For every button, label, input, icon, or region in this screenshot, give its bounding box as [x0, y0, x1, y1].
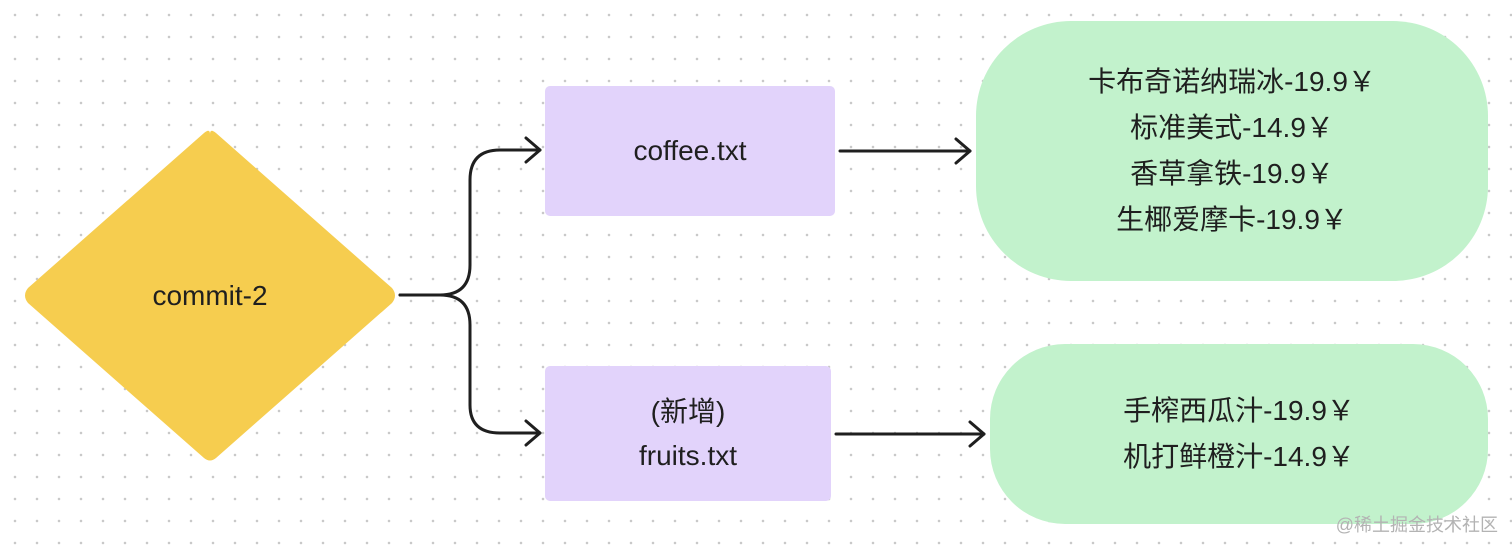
- diamond-shape: [25, 130, 395, 461]
- file-node-coffee[interactable]: coffee.txt: [545, 86, 835, 216]
- branch-connector: [398, 148, 542, 297]
- content-line: 卡布奇诺纳瑞冰-19.9￥: [1088, 66, 1376, 97]
- content-line: 标准美式-14.9￥: [1130, 112, 1334, 143]
- arrow-head: [968, 420, 986, 448]
- content-line: 机打鲜橙汁-14.9￥: [1123, 441, 1355, 472]
- content-line: 生椰爱摩卡-19.9￥: [1116, 204, 1348, 235]
- arrow-head: [954, 137, 972, 165]
- arrow-head: [524, 419, 542, 447]
- content-line: 香草拿铁-19.9￥: [1130, 158, 1334, 189]
- file-name: fruits.txt: [638, 439, 737, 471]
- watermark: @稀土掘金技术社区: [1335, 515, 1498, 535]
- branch-connector: [398, 293, 542, 435]
- commit-node[interactable]: commit-2: [22, 128, 398, 463]
- content-line: 手榨西瓜汁-19.9￥: [1123, 395, 1355, 426]
- file-node-fruits[interactable]: (新增) fruits.txt: [545, 366, 831, 501]
- content-node-coffee[interactable]: 卡布奇诺纳瑞冰-19.9￥ 标准美式-14.9￥ 香草拿铁-19.9￥ 生椰爱摩…: [976, 21, 1488, 281]
- file-name: coffee.txt: [633, 135, 747, 166]
- arrow-head: [524, 136, 542, 164]
- commit-label: commit-2: [152, 279, 268, 311]
- content-node-fruits[interactable]: 手榨西瓜汁-19.9￥ 机打鲜橙汁-14.9￥: [990, 344, 1488, 524]
- file-status-note: (新增): [650, 395, 726, 427]
